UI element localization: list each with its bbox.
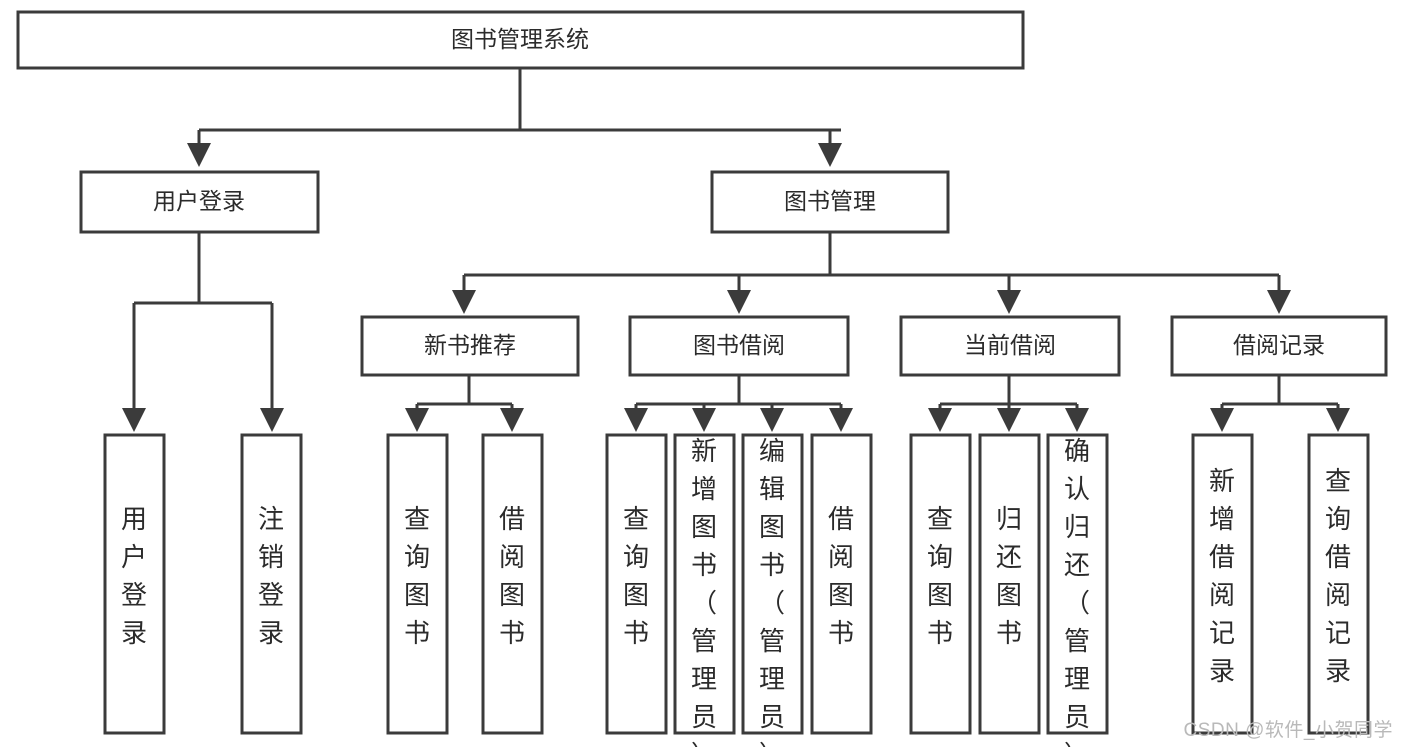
node-leaf-add-record[interactable]: 新增借阅记录 (1191, 433, 1254, 735)
node-leaf-user-login[interactable]: 用户登录 (103, 433, 166, 735)
node-book-management-label: 图书管理 (784, 188, 876, 214)
node-leaf-return-book-label: 归还图书 (996, 504, 1022, 648)
edge-book-borrow-to-leaves (624, 375, 853, 432)
node-current-borrow[interactable]: 当前借阅 (899, 315, 1121, 377)
node-leaf-query-book-1[interactable]: 查询图书 (386, 433, 449, 735)
node-new-book-recommend[interactable]: 新书推荐 (360, 315, 580, 377)
node-leaf-confirm-return-label: 确认归还（管理员） (1064, 436, 1090, 747)
node-new-book-recommend-label: 新书推荐 (424, 332, 516, 358)
node-leaf-query-record-label: 查询借阅记录 (1325, 466, 1351, 686)
node-book-borrow[interactable]: 图书借阅 (628, 315, 850, 377)
node-leaf-add-book[interactable]: 新增图书（管理员） (673, 433, 736, 747)
node-leaf-borrow-book-1-label: 借阅图书 (499, 504, 525, 648)
node-borrow-record[interactable]: 借阅记录 (1170, 315, 1388, 377)
edge-user-login-to-leaves (122, 232, 284, 432)
node-current-borrow-label: 当前借阅 (964, 332, 1056, 358)
node-leaf-query-book-3[interactable]: 查询图书 (909, 433, 972, 735)
node-leaf-logout-login[interactable]: 注销登录 (240, 433, 303, 735)
edge-new-book-recommend-to-leaves (405, 375, 524, 432)
node-leaf-confirm-return[interactable]: 确认归还（管理员） (1046, 433, 1109, 747)
node-leaf-borrow-book-1[interactable]: 借阅图书 (481, 433, 544, 735)
node-leaf-return-book[interactable]: 归还图书 (978, 433, 1041, 735)
node-user-login-label: 用户登录 (153, 188, 245, 214)
node-leaf-user-login-label: 用户登录 (121, 504, 147, 648)
node-leaf-add-record-label: 新增借阅记录 (1209, 466, 1235, 686)
node-leaf-query-book-1-label: 查询图书 (404, 504, 430, 648)
csdn-watermark: CSDN @软件_小贺同学 (1183, 720, 1393, 741)
node-leaf-edit-book[interactable]: 编辑图书（管理员） (741, 433, 804, 747)
edge-borrow-record-to-leaves (1210, 375, 1350, 432)
node-user-login[interactable]: 用户登录 (79, 170, 320, 234)
node-leaf-borrow-book-2-label: 借阅图书 (828, 504, 854, 648)
edge-current-borrow-to-leaves (928, 375, 1089, 432)
node-leaf-borrow-book-2[interactable]: 借阅图书 (810, 433, 873, 735)
edge-root-to-level2 (187, 68, 842, 167)
node-borrow-record-label: 借阅记录 (1233, 332, 1325, 358)
node-book-management[interactable]: 图书管理 (710, 170, 950, 234)
node-root-system[interactable]: 图书管理系统 (16, 10, 1025, 70)
node-leaf-query-record[interactable]: 查询借阅记录 (1307, 433, 1370, 735)
node-root-label: 图书管理系统 (451, 26, 589, 52)
node-leaf-add-book-label: 新增图书（管理员） (691, 436, 717, 747)
node-book-borrow-label: 图书借阅 (693, 332, 785, 358)
node-leaf-query-book-2[interactable]: 查询图书 (605, 433, 668, 735)
node-leaf-edit-book-label: 编辑图书（管理员） (759, 436, 785, 747)
node-leaf-query-book-2-label: 查询图书 (623, 504, 649, 648)
edge-book-management-to-level3 (452, 232, 1291, 314)
node-leaf-query-book-3-label: 查询图书 (927, 504, 953, 648)
node-leaf-logout-login-label: 注销登录 (258, 504, 284, 648)
